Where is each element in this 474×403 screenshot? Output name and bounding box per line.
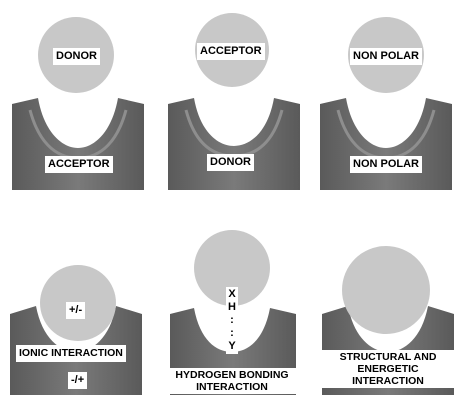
pocket-label-donor: DONOR	[207, 154, 254, 171]
ball-label-nonpolar: NON POLAR	[350, 48, 422, 65]
hbond-char-colon-1: :	[226, 314, 238, 327]
structural-caption-line-2: ENERGETIC	[357, 363, 419, 375]
hbond-char-x: X	[226, 288, 238, 301]
receptor-pocket-4	[10, 306, 142, 395]
pocket-label-nonpolar: NON POLAR	[350, 156, 422, 173]
ball-label-ionic: +/-	[66, 302, 86, 319]
hbond-caption-line-1: HYDROGEN BONDING	[175, 369, 289, 381]
pocket-label-ionic: -/+	[68, 372, 88, 389]
ligand-ball-hbond	[194, 230, 270, 306]
structural-caption: STRUCTURAL AND ENERGETIC INTERACTION	[322, 350, 454, 388]
hbond-caption: HYDROGEN BONDING INTERACTION	[164, 368, 300, 394]
pocket-label-acceptor: ACCEPTOR	[45, 156, 113, 173]
middle-label-ionic: IONIC INTERACTION	[16, 345, 126, 362]
receptor-pocket-3	[320, 98, 452, 190]
ligand-ball-structural	[342, 246, 430, 334]
structural-caption-line-3: INTERACTION	[352, 375, 424, 387]
hbond-char-y: Y	[226, 340, 238, 353]
ball-label-acceptor: ACCEPTOR	[197, 43, 265, 60]
hbond-caption-line-2: INTERACTION	[196, 381, 268, 393]
hbond-char-h: H	[226, 301, 238, 314]
hbond-char-colon-2: :	[226, 327, 238, 340]
receptor-pocket-1	[12, 98, 144, 190]
structural-caption-line-1: STRUCTURAL AND	[339, 351, 437, 363]
hbond-chain: X H : : Y	[226, 287, 238, 354]
receptor-pocket-2	[168, 98, 300, 190]
ball-label-donor: DONOR	[53, 48, 100, 65]
